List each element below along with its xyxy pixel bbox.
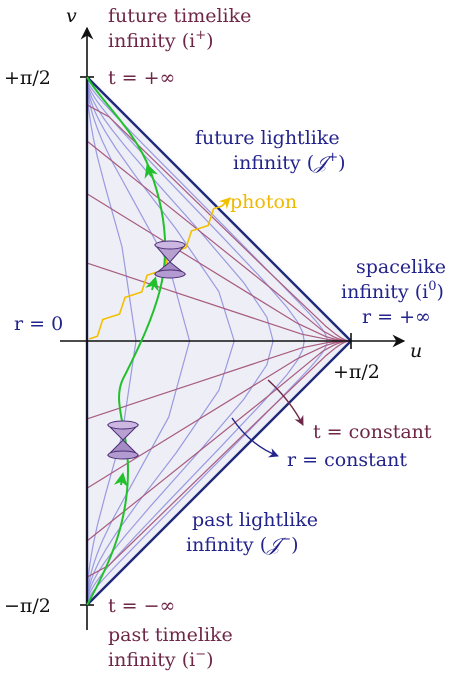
r-constant-arrow-icon: [231, 417, 279, 458]
double-cone-icon: [153, 240, 187, 279]
spacelike-label: spacelike infinity (i0): [341, 256, 452, 303]
future-lightlike-label: future lightlike infinity (𝒥+): [195, 127, 346, 174]
past-lightlike-label: past lightlike infinity (𝒥−): [186, 509, 324, 556]
r-zero-label: r = 0: [14, 313, 63, 335]
r-constant-label: r = constant: [287, 449, 407, 471]
worldline-arrow-1: [113, 472, 128, 488]
v-bottom-tick-label: −π/2: [4, 595, 51, 617]
r-plus-infinity-label: r = +∞: [362, 306, 431, 328]
v-axis-label: v: [66, 5, 77, 27]
photon-label: photon: [230, 191, 297, 213]
worldline-arrow-2: [145, 276, 159, 292]
worldline-arrow-3: [144, 163, 158, 179]
t-constant-arrow-icon: [267, 379, 304, 426]
u-axis-label: u: [410, 340, 422, 362]
u-tick-label: +π/2: [333, 361, 380, 383]
past-timelike-label: past timelike infinity (i−): [108, 624, 239, 671]
t-constant-label: t = constant: [313, 421, 432, 443]
future-timelike-label: future timelike infinity (i+): [108, 5, 257, 52]
past-lightlike-boundary: [86, 340, 352, 606]
timelike-worldline: [86, 76, 167, 606]
t-minus-infinity-label: t = −∞: [108, 595, 175, 617]
v-top-tick-label: +π/2: [4, 67, 51, 89]
t-plus-infinity-label: t = +∞: [108, 67, 175, 89]
double-cone-icon: [106, 420, 140, 460]
